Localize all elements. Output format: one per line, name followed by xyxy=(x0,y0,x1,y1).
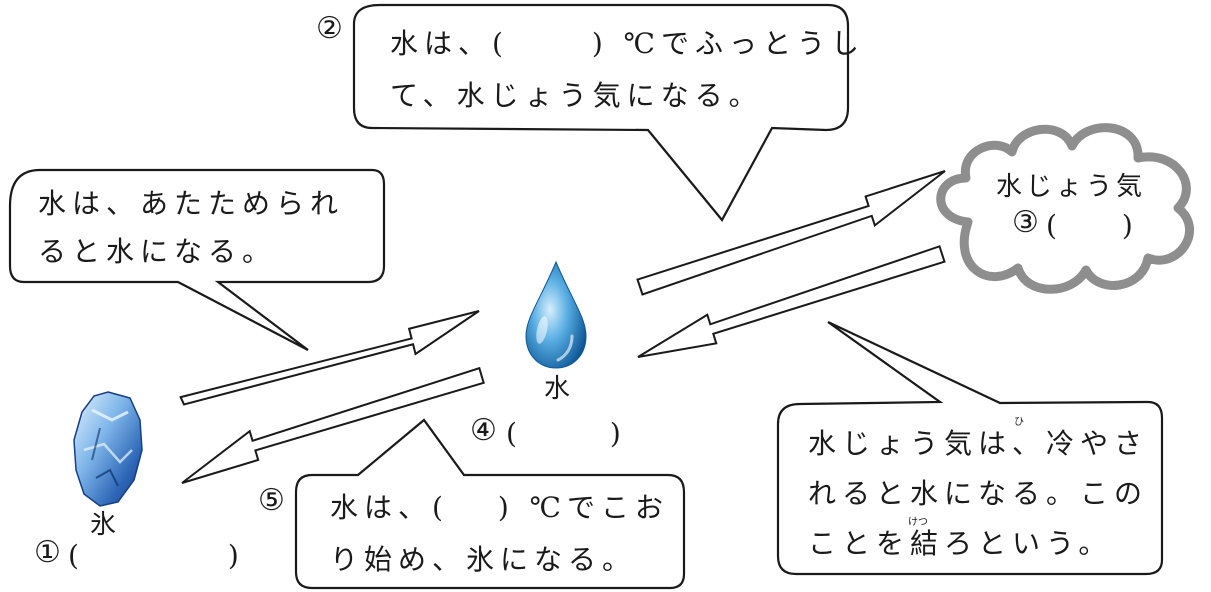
freeze-text-line1: 水は、( ) ℃でこお xyxy=(330,491,669,524)
cloud-icon xyxy=(936,123,1194,294)
water-label: 水 xyxy=(544,374,571,404)
melt-text-line2: ると水になる。 xyxy=(38,235,277,268)
condense-text-line3: ことを結ろという。 xyxy=(808,527,1113,560)
ruby-ketsu: けつ xyxy=(908,517,928,528)
freeze-number: ⑤ xyxy=(258,483,285,518)
vapor-blank: ( ) xyxy=(1046,209,1133,242)
arrow-vapor-to-water xyxy=(637,245,946,358)
arrow-water-to-vapor xyxy=(636,170,946,296)
bubble-boil xyxy=(352,3,850,222)
ruby-hi: ひ xyxy=(1014,417,1024,428)
bubble-condense xyxy=(776,321,1164,576)
ice-number: ① xyxy=(34,535,61,570)
bubble-melt xyxy=(8,168,386,351)
boil-number: ② xyxy=(316,11,343,46)
freeze-text-line2: り始め、氷になる。 xyxy=(330,543,637,576)
arrow-water-to-ice xyxy=(181,366,485,484)
condense-text-line1: 水じょう気は、冷やさ xyxy=(808,427,1149,460)
water-drop-icon xyxy=(525,260,587,369)
ice-chunk-icon xyxy=(73,391,143,507)
ice-blank: ( ) xyxy=(68,539,239,572)
vapor-label: 水じょう気 xyxy=(996,172,1147,202)
ice-label: 氷 xyxy=(90,510,117,540)
condense-text-line2: れると水になる。この xyxy=(808,477,1149,510)
water-blank: ( ) xyxy=(506,417,621,450)
melt-text-line1: 水は、あたためられ xyxy=(38,187,345,220)
bubble-freeze xyxy=(294,418,686,590)
boil-text-line1: 水は、( ) ℃でふっとうし xyxy=(390,27,865,60)
water-number: ④ xyxy=(470,413,497,448)
arrow-ice-to-water xyxy=(179,310,480,406)
boil-text-line2: て、水じょう気になる。 xyxy=(390,79,763,112)
vapor-number: ③ xyxy=(1012,205,1039,240)
